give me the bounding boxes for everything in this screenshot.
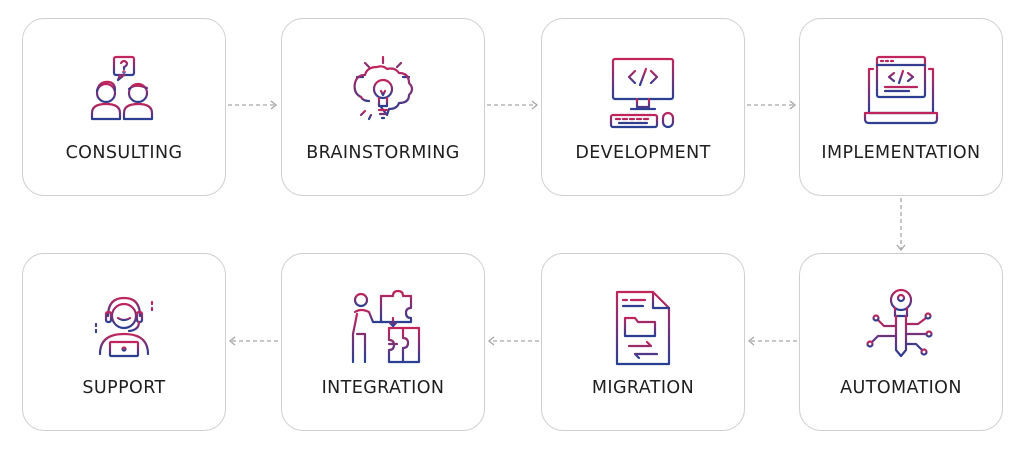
integration-icon <box>343 288 423 368</box>
arrow-connector <box>486 335 540 347</box>
step-card-integration: INTEGRATION <box>281 253 485 431</box>
step-label: SUPPORT <box>82 378 166 398</box>
arrow-connector <box>227 99 279 111</box>
migration-icon <box>603 288 683 368</box>
step-card-automation: AUTOMATION <box>799 253 1003 431</box>
arrow-connector <box>486 99 540 111</box>
step-label: CONSULTING <box>65 143 183 163</box>
arrow-connector <box>227 335 279 347</box>
step-card-support: SUPPORT <box>22 253 226 431</box>
arrow-connector <box>746 335 798 347</box>
step-label: IMPLEMENTATION <box>821 143 981 163</box>
implementation-icon <box>861 53 941 133</box>
support-icon <box>84 288 164 368</box>
arrow-connector <box>746 99 798 111</box>
development-icon <box>603 53 683 133</box>
step-label: AUTOMATION <box>840 378 962 398</box>
arrow-connector <box>895 197 907 253</box>
step-label: BRAINSTORMING <box>306 143 460 163</box>
step-label: INTEGRATION <box>321 378 445 398</box>
step-card-consulting: CONSULTING <box>22 18 226 196</box>
step-card-migration: MIGRATION <box>541 253 745 431</box>
step-card-implementation: IMPLEMENTATION <box>799 18 1003 196</box>
step-label: DEVELOPMENT <box>575 143 711 163</box>
automation-icon <box>861 288 941 368</box>
step-label: MIGRATION <box>591 378 695 398</box>
brainstorming-icon <box>343 53 423 133</box>
step-card-development: DEVELOPMENT <box>541 18 745 196</box>
step-card-brainstorming: BRAINSTORMING <box>281 18 485 196</box>
consulting-icon <box>84 53 164 133</box>
